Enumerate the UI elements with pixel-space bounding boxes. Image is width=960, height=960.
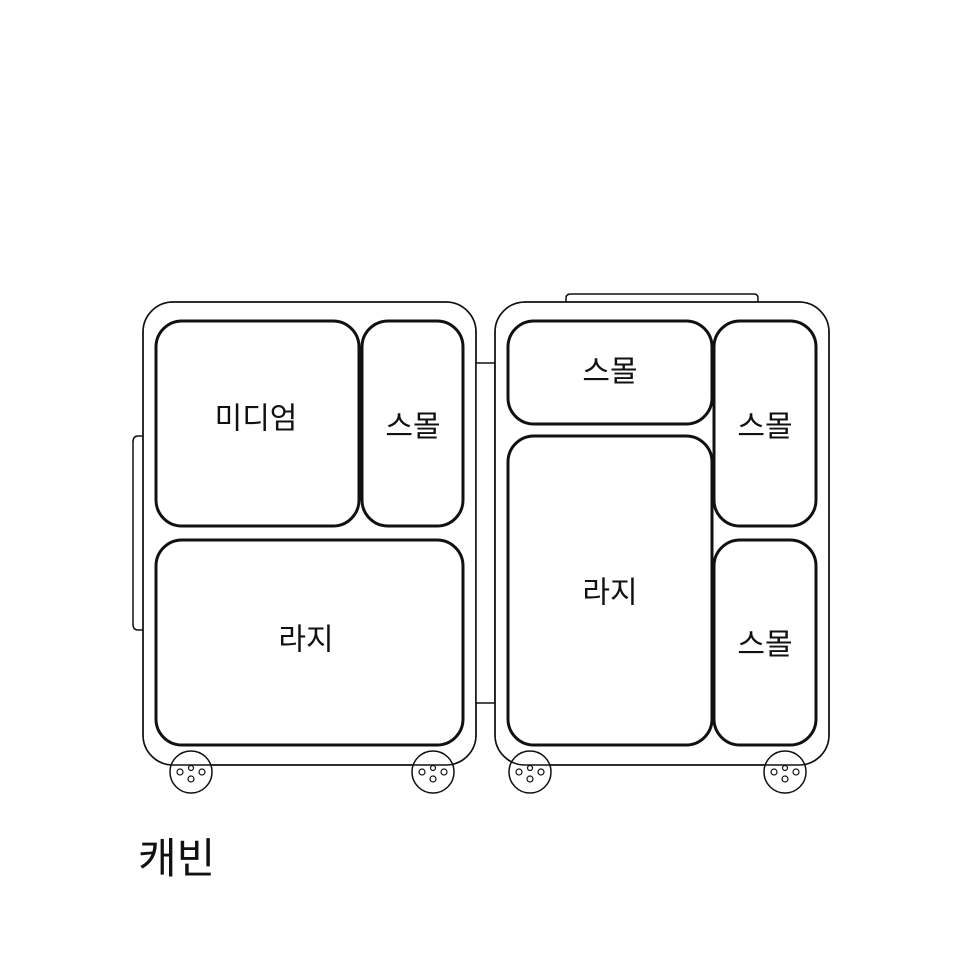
cube-label: 스몰 (737, 628, 792, 663)
wheel-icon (411, 750, 455, 794)
cube-label: 스몰 (737, 410, 792, 445)
packing-cube-large: 라지 (154, 538, 465, 747)
suitcase-left-half: 미디엄 스몰 라지 (132, 301, 477, 794)
packing-cube-large: 라지 (506, 434, 714, 747)
cube-label: 라지 (278, 623, 333, 658)
side-handle (132, 435, 145, 631)
wheel-icon (169, 750, 213, 794)
suitcase-right-half: 스몰 스몰 라지 스몰 (494, 293, 830, 794)
cube-label: 스몰 (582, 355, 637, 390)
cube-label: 미디엄 (215, 402, 298, 437)
packing-cube-small: 스몰 (712, 319, 818, 528)
packing-cube-small: 스몰 (360, 319, 465, 528)
suitcase-size-caption: 캐빈 (138, 834, 216, 883)
wheel-icon (508, 750, 552, 794)
packing-cube-medium: 미디엄 (154, 319, 361, 528)
cube-label: 라지 (582, 576, 637, 611)
packing-cube-small: 스몰 (506, 319, 714, 426)
cube-label: 스몰 (385, 410, 440, 445)
hinge (475, 362, 496, 704)
top-handle (565, 293, 759, 303)
wheel-icon (763, 750, 807, 794)
packing-cube-small: 스몰 (712, 538, 818, 747)
